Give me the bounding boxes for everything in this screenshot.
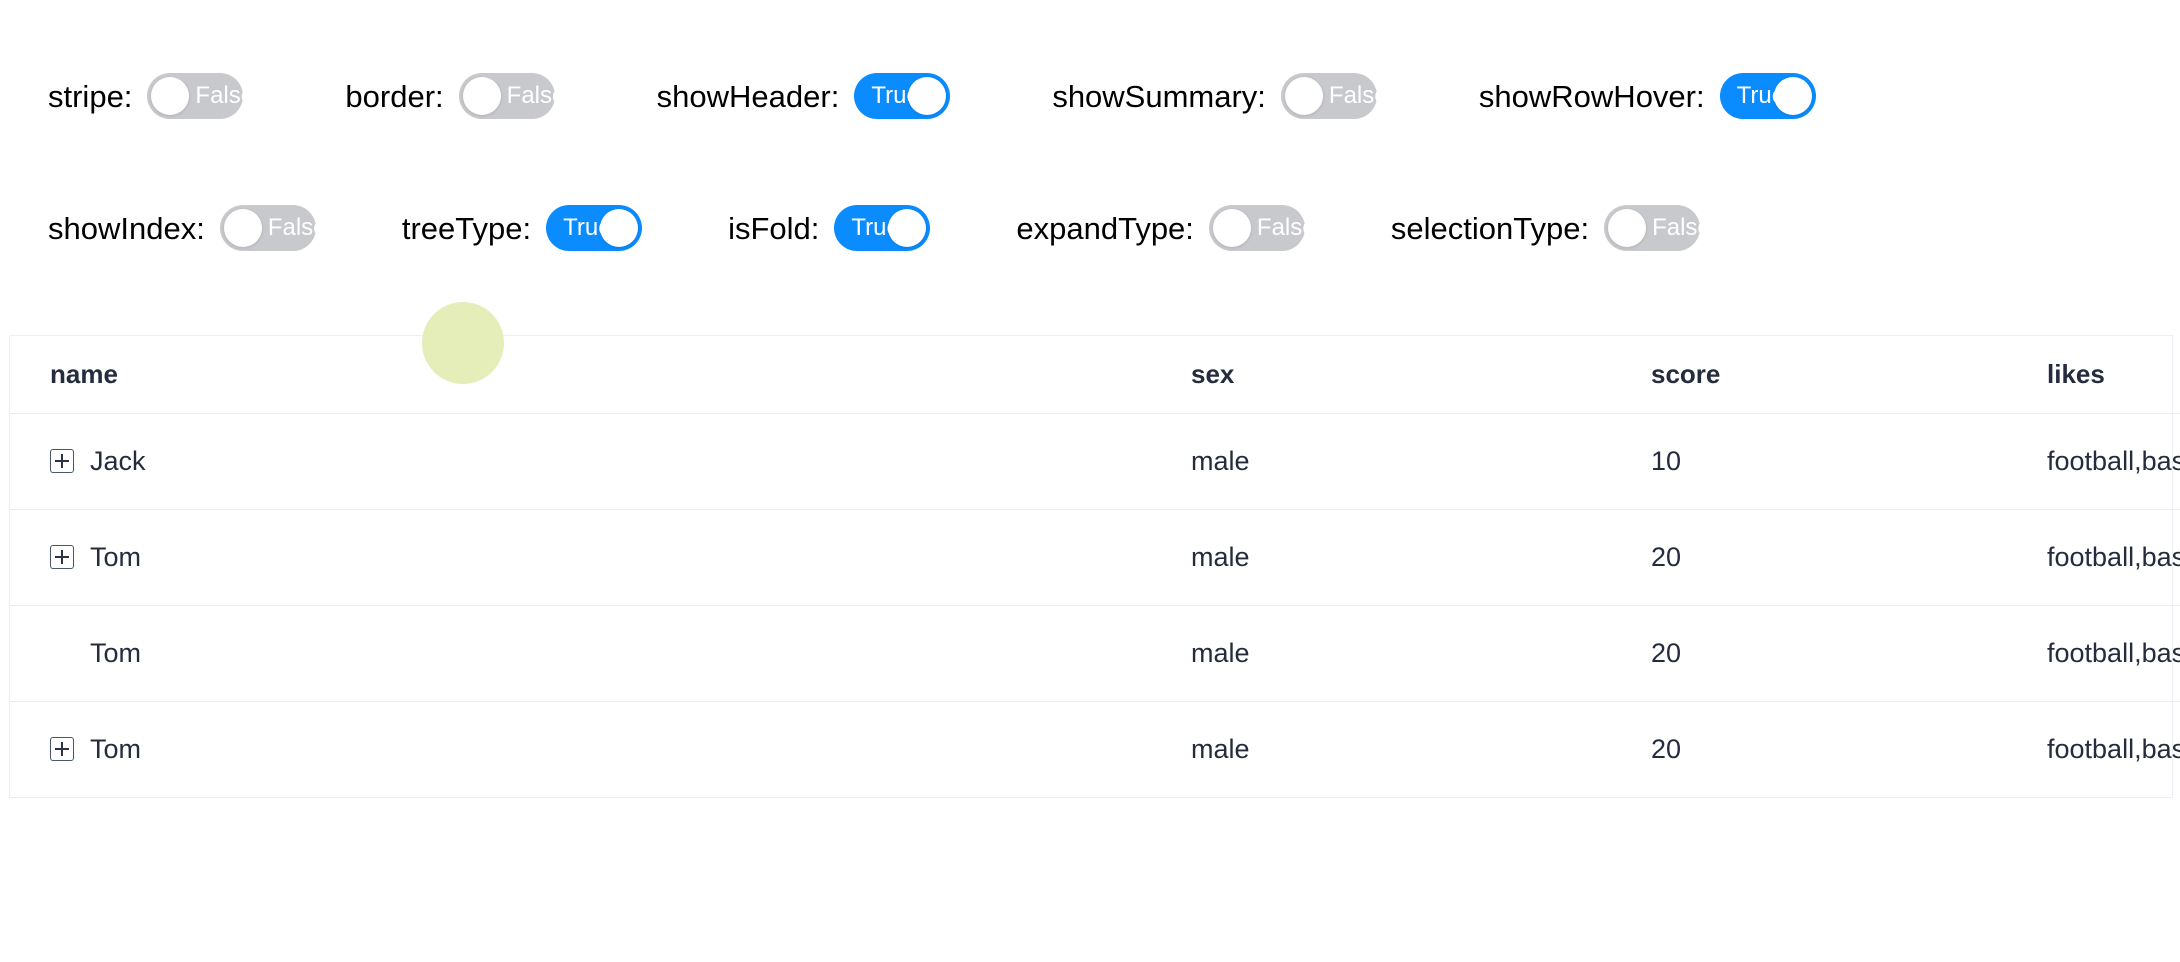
cell-sex: male [1191,733,1250,764]
cell-name: Tom [10,701,1155,797]
toggle-label: border: [345,78,444,114]
cell-score: 20 [1615,509,2007,606]
toggle-knob-icon [1773,77,1812,115]
toggle-value-text: True [563,214,612,241]
toggle-knob-icon [1284,77,1323,115]
toggle-knob-icon [888,209,927,247]
toggle-value-text: False [195,82,255,109]
cell-likes: football,basketball [2047,733,2180,764]
toggle-item-expandType: expandType: False [1016,205,1316,251]
toggle-switch-expandType[interactable]: False [1208,205,1316,251]
cell-sex: male [1155,413,1615,510]
row-name-text: Jack [90,445,146,476]
toggle-value-text: True [871,82,920,109]
cell-likes: football,basketball [2007,605,2180,702]
cell-likes: football,basketball [2007,509,2180,606]
toggle-switch-treeType[interactable]: True [546,205,643,251]
toggle-knob-icon [462,77,501,115]
name-cell-content: Tom [50,638,1155,669]
toggle-switch-showSummary[interactable]: False [1280,73,1388,119]
toggle-knob-icon [151,77,190,115]
cell-sex: male [1155,509,1615,606]
toggle-label: showSummary: [1052,78,1266,114]
column-header-name[interactable]: name [10,336,1155,414]
toggle-switch-border[interactable]: False [458,73,565,119]
tree-expand-plus-icon[interactable] [50,545,74,569]
cell-name: Tom [10,605,1155,702]
toggle-knob-icon [600,209,639,247]
name-cell-content: Tom [50,734,1155,765]
name-cell-content: Tom [50,542,1155,573]
toggle-item-showSummary: showSummary: False [1052,73,1388,119]
tree-expand-plus-icon[interactable] [50,737,74,762]
toggle-value-text: False [1256,214,1316,241]
toggle-item-stripe: stripe: False [48,73,254,119]
cell-score: 20 [1615,605,2007,702]
cell-sex: male [1155,605,1615,702]
toggle-label: showHeader: [656,78,840,114]
toggle-item-treeType: treeType: True [401,205,643,251]
toggle-label: showIndex: [48,210,205,246]
row-name-text: Tom [90,733,142,764]
toggle-item-selectionType: selectionType: False [1390,205,1711,251]
name-cell-content: Jack [50,446,1155,477]
toggle-value-text: True [1736,82,1786,109]
row-name-text: Tom [90,541,142,572]
row-name-text: Tom [90,637,142,668]
toggle-item-showIndex: showIndex: False [48,205,327,251]
toggle-value-text: False [267,214,327,241]
toggle-knob-icon [908,77,947,115]
cell-likes: football,basketball [2007,413,2180,510]
column-header-likes[interactable]: likes [2007,336,2180,414]
column-header-score[interactable]: score [1615,336,2007,414]
cell-name: Tom [10,509,1155,606]
table-row[interactable]: Tom male 20 football,basketball [10,701,2180,797]
tree-expand-spacer [50,641,74,665]
toggle-switch-showHeader[interactable]: True [854,73,951,119]
toggle-knob-icon [223,209,262,247]
toggle-knob-icon [1608,209,1647,247]
toggle-switch-selectionType[interactable]: False [1604,205,1711,251]
column-header-sex[interactable]: sex [1155,336,1615,414]
toggle-value-text: True [851,214,900,241]
toggle-switch-showRowHover[interactable]: True [1719,73,1816,119]
cell-score: 10 [1615,413,2007,510]
toggle-label: showRowHover: [1478,78,1705,114]
toggle-knob-icon [1212,209,1251,247]
toggle-item-showRowHover: showRowHover: True [1479,73,1816,119]
table-body: Jackmale10football,basketballTommale20fo… [10,413,2180,797]
toggle-item-showHeader: showHeader: True [657,73,951,119]
toggle-item-isFold: isFold: True [728,205,931,251]
toggle-label: stripe: [48,78,133,114]
toggle-label: expandType: [1016,210,1194,246]
toggle-label: treeType: [401,210,532,246]
toggle-switch-stripe[interactable]: False [147,73,254,119]
tree-expand-plus-icon[interactable] [50,449,74,473]
toggle-item-border: border: False [345,73,565,119]
toggle-switch-showIndex[interactable]: False [219,205,327,251]
toggle-switch-isFold[interactable]: True [834,205,931,251]
toggle-value-text: False [506,82,566,109]
cell-score: 20 [1651,733,1682,764]
toggle-row-2: showIndex: False treeType: True isFold: True e… [0,180,2180,276]
toggle-value-text: False [1652,214,1711,241]
toggle-label: selectionType: [1390,210,1590,246]
cell-name: Jack [10,413,1155,510]
toggle-value-text: False [1328,82,1388,109]
toggle-label: isFold: [728,210,820,246]
